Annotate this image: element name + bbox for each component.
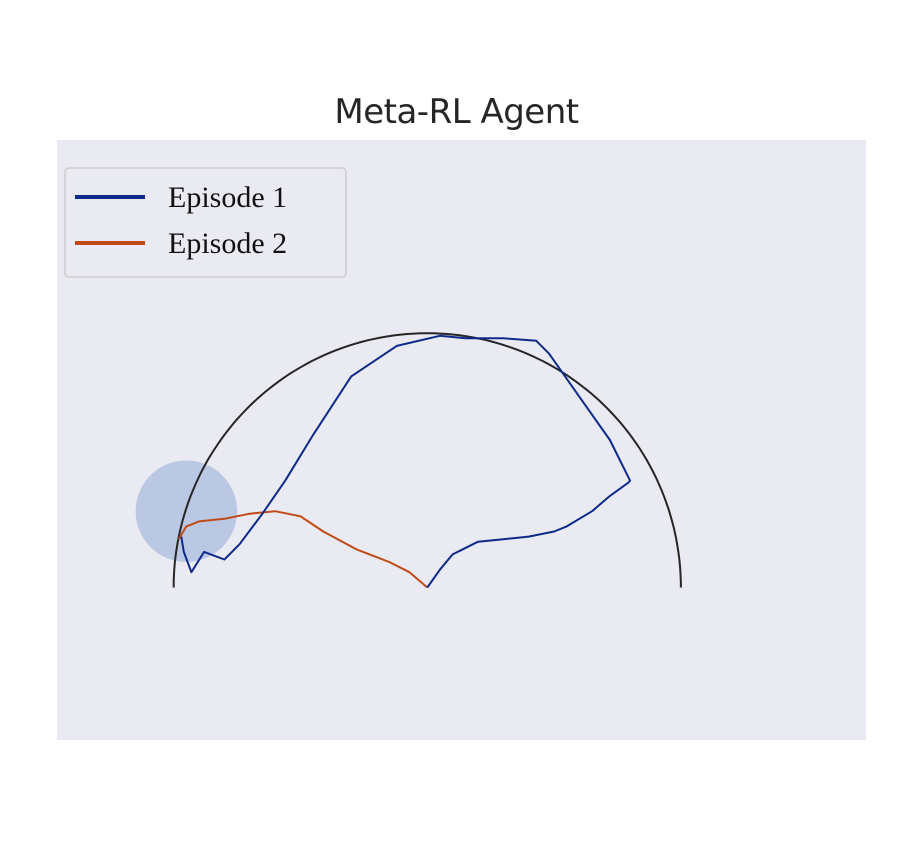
legend-label-episode-1: Episode 1 <box>168 181 287 214</box>
legend-label-episode-2: Episode 2 <box>168 227 287 260</box>
semicircle-boundary <box>172 332 682 588</box>
chart-title: Meta-RL Agent <box>334 92 579 132</box>
series-line-episode-1 <box>180 334 632 589</box>
legend: Episode 1 Episode 2 <box>64 167 347 278</box>
series-line-episode-2 <box>177 510 428 589</box>
